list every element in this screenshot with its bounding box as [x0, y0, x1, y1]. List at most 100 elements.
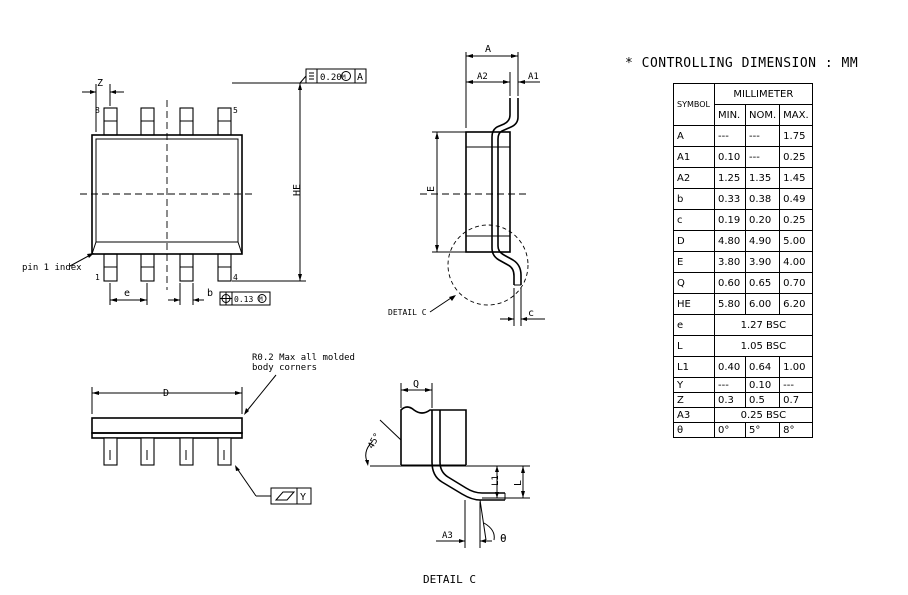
row-bsc-value: 0.25 BSC [714, 407, 813, 423]
tol-pos-mod: M [259, 296, 263, 303]
tol-pos-value: 0.13 [234, 295, 253, 304]
max-header: MAX. [779, 104, 813, 126]
a-label: A [485, 44, 491, 55]
row-min: 0.19 [714, 209, 746, 231]
row-nom: 1.35 [744, 167, 781, 189]
a2-label: A2 [477, 72, 488, 82]
row-nom: 0.64 [744, 356, 781, 378]
theta-label: θ [500, 532, 507, 545]
row-min: 0.40 [714, 356, 746, 378]
row-symbol: L [673, 335, 715, 357]
front-view [91, 374, 312, 505]
q-label: Q [413, 379, 419, 390]
row-max: 1.75 [779, 125, 813, 147]
row-bsc-value: 1.27 BSC [714, 314, 813, 336]
row-nom: 5° [744, 422, 781, 438]
he-label: HE [292, 184, 303, 196]
nom-header: NOM. [744, 104, 781, 126]
detail-c-callout: DETAIL C [388, 308, 427, 317]
row-nom: 0.38 [744, 188, 781, 210]
row-min: 0.3 [714, 392, 746, 408]
row-max: 5.00 [779, 230, 813, 252]
row-nom: 4.90 [744, 230, 781, 252]
row-nom: --- [744, 125, 781, 147]
row-min: 4.80 [714, 230, 746, 252]
row-max: 6.20 [779, 293, 813, 315]
e-pitch-label: e [124, 288, 130, 299]
row-min: 1.25 [714, 167, 746, 189]
min-header: MIN. [714, 104, 746, 126]
flatness-datum: Y [300, 492, 306, 503]
e-body-label: E [426, 186, 437, 192]
row-min: 0° [714, 422, 746, 438]
a1-label: A1 [528, 72, 539, 82]
detail-c-title: DETAIL C [423, 573, 476, 586]
row-max: 0.25 [779, 209, 813, 231]
row-nom: 6.00 [744, 293, 781, 315]
symbol-header: SYMBOL [673, 83, 715, 126]
row-symbol: Z [673, 392, 715, 408]
pin1-label: 1 [95, 273, 100, 282]
row-max: --- [779, 377, 813, 393]
row-symbol: A2 [673, 167, 715, 189]
row-nom: 0.65 [744, 272, 781, 294]
row-max: 0.70 [779, 272, 813, 294]
row-symbol: b [673, 188, 715, 210]
row-symbol: e [673, 314, 715, 336]
row-nom: 0.10 [744, 377, 781, 393]
side-view [420, 52, 545, 326]
c-label: c [528, 308, 534, 319]
row-min: --- [714, 125, 746, 147]
d-label: D [163, 388, 169, 399]
row-max: 1.45 [779, 167, 813, 189]
top-view [69, 68, 367, 306]
b-width-label: b [207, 288, 213, 299]
row-max: 8° [779, 422, 813, 438]
row-symbol: E [673, 251, 715, 273]
dimension-table: SYMBOL MILLIMETER MIN. NOM. MAX. A------… [673, 83, 813, 438]
row-min: 0.10 [714, 146, 746, 168]
row-nom: 0.20 [744, 209, 781, 231]
row-symbol: A3 [673, 407, 715, 423]
pin8-label: 8 [95, 106, 100, 115]
z-label: Z [97, 78, 103, 89]
row-nom: --- [744, 146, 781, 168]
row-min: 3.80 [714, 251, 746, 273]
millimeter-header: MILLIMETER [714, 83, 813, 105]
row-min: 0.33 [714, 188, 746, 210]
pin4-label: 4 [233, 273, 238, 282]
row-symbol: θ [673, 422, 715, 438]
row-symbol: A [673, 125, 715, 147]
dimension-row: Y---0.10--- [673, 377, 813, 393]
row-max: 0.49 [779, 188, 813, 210]
detail-c-view [365, 383, 530, 548]
row-symbol: c [673, 209, 715, 231]
row-min: 0.60 [714, 272, 746, 294]
row-min: 5.80 [714, 293, 746, 315]
dimension-row: A------1.75 [673, 125, 813, 147]
row-nom: 0.5 [744, 392, 781, 408]
angle-45-label: 45° [366, 432, 383, 451]
corner-note-line2: body corners [252, 363, 317, 373]
corner-note-line1: R0.2 Max all molded [252, 353, 355, 363]
pin1-index-label: pin 1 index [22, 263, 82, 273]
row-bsc-value: 1.05 BSC [714, 335, 813, 357]
row-symbol: D [673, 230, 715, 252]
pin5-label: 5 [233, 106, 238, 115]
a3-label: A3 [442, 531, 453, 541]
row-min: --- [714, 377, 746, 393]
row-symbol: Y [673, 377, 715, 393]
